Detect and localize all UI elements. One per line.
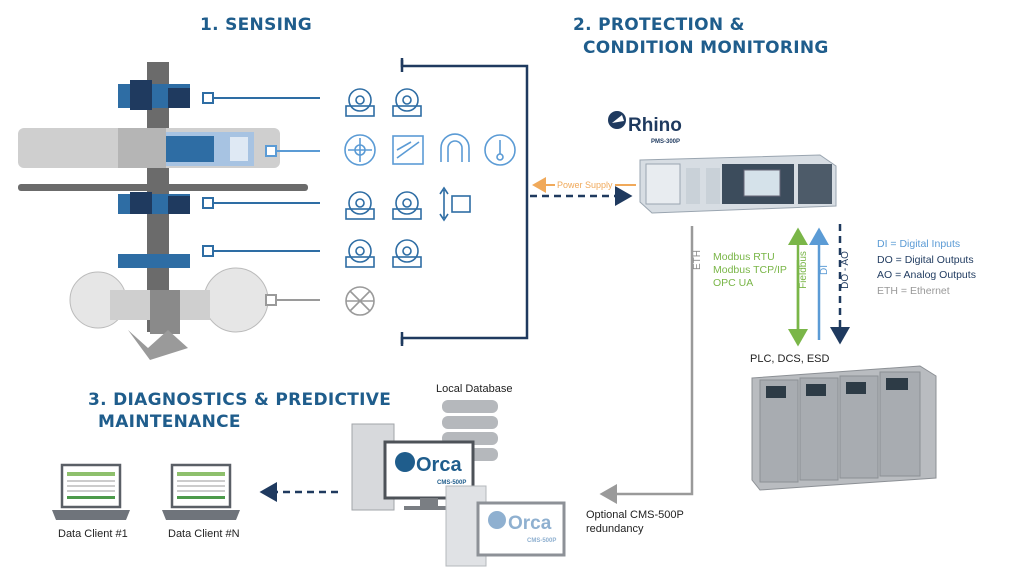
local-database-label: Local Database (436, 383, 513, 395)
orca-model-redundant: CMS-500P (527, 538, 556, 544)
client-n-label: Data Client #N (168, 528, 240, 540)
heading-diagnostics-line1: 3. DIAGNOSTICS & PREDICTIVE (88, 390, 392, 410)
thermometer-icon (484, 134, 516, 166)
bearing-sensor-icon (392, 191, 422, 220)
heading-protection-line1: 2. PROTECTION & (573, 15, 745, 35)
orca-brand-primary: Orca (416, 454, 462, 476)
rhino-pms300p-unit (639, 154, 837, 214)
redundancy-label-line: Optional CMS-500P (586, 509, 684, 521)
eth-connection (599, 226, 694, 504)
rhino-logo (608, 111, 626, 129)
heading-sensing: 1. SENSING (200, 15, 313, 35)
bearing-sensor-icon (345, 239, 375, 268)
stator-sensor-icon (392, 135, 424, 165)
laptop-client-1 (52, 463, 130, 520)
legend-do: DO = Digital Outputs (877, 253, 974, 266)
power-supply-label: Power Supply (555, 180, 615, 190)
impeller-sensor-icon (345, 286, 375, 316)
protocol-item: Modbus RTU (713, 251, 775, 263)
orca-model-primary: CMS-500P (437, 480, 466, 486)
legend-eth: ETH = Ethernet (877, 284, 950, 297)
client-1-label: Data Client #1 (58, 528, 128, 540)
rotor-sensor-icon (344, 134, 376, 166)
protocol-item: OPC UA (713, 277, 754, 289)
sensing-bus-bracket (400, 58, 529, 346)
eth-label: ETH (692, 250, 703, 270)
protocol-list: Modbus RTU Modbus TCP/IP OPC UA (713, 251, 787, 290)
heading-protection-line2: CONDITION MONITORING (583, 38, 829, 58)
rhino-model: PMS-300P (651, 139, 680, 145)
bearing-sensor-icon (345, 191, 375, 220)
bearing-sensor-icon (345, 88, 375, 117)
machine-illustration (18, 62, 308, 360)
sensor-leads (202, 92, 320, 306)
fieldbus-label: Fieldbus (798, 251, 809, 289)
redundancy-label-line: redundancy (586, 523, 644, 535)
magnet-sensor-icon (440, 133, 470, 162)
axial-displacement-icon (439, 186, 471, 222)
protocol-item: Modbus TCP/IP (713, 264, 787, 276)
bearing-sensor-icon (392, 239, 422, 268)
bearing-sensor-icon (392, 88, 422, 117)
di-label: DI (819, 265, 830, 275)
plc-label: PLC, DCS, ESD (750, 353, 830, 365)
orca-brand-redundant: Orca (508, 513, 552, 534)
do-ao-label: DO - AO (840, 251, 851, 289)
laptop-client-n (162, 463, 240, 520)
plc-cabinet (751, 365, 937, 491)
rhino-brand: Rhino (628, 115, 682, 136)
redundancy-label: Optional CMS-500P redundancy (586, 508, 684, 536)
legend: DI = Digital Inputs DO = Digital Outputs… (877, 237, 976, 299)
legend-di: DI = Digital Inputs (877, 238, 961, 250)
heading-diagnostics-line2: MAINTENANCE (98, 412, 241, 432)
orca-workstation-redundant (445, 485, 566, 567)
legend-ao: AO = Analog Outputs (877, 269, 976, 281)
